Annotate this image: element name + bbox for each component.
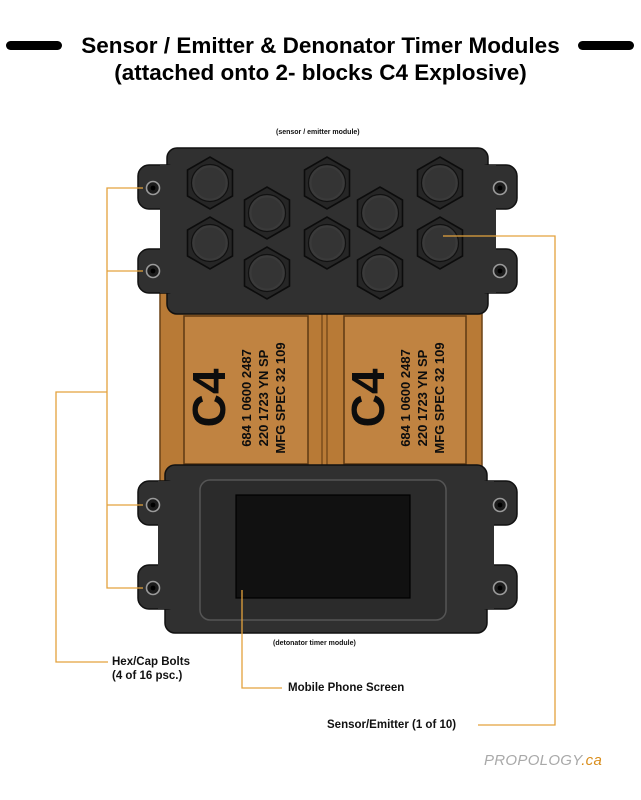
sensor-emitter-icon	[303, 216, 351, 270]
bolt-bracket-line	[106, 187, 143, 589]
hex-bolt-icon	[492, 180, 508, 196]
hex-bolts-callout-title: Hex/Cap Bolts	[112, 656, 190, 668]
hex-bolts-callout: Hex/Cap Bolts (4 of 16 psc.)	[112, 655, 190, 683]
sensor-module-caption: (sensor / emitter module)	[276, 129, 360, 136]
c4-block-right	[343, 315, 467, 465]
sensor-emitter-icon	[186, 156, 234, 210]
c4-left-line-2: 220 1723 YN SP	[256, 349, 271, 446]
hex-bolt-icon	[492, 580, 508, 596]
c4-block-left	[183, 315, 309, 465]
c4-right-line-2: 220 1723 YN SP	[415, 349, 430, 446]
sensor-emitter-icon	[416, 216, 464, 270]
hex-bolt-icon	[492, 497, 508, 513]
mount-ear-join	[160, 165, 182, 293]
sensor-emitter-icon	[243, 186, 291, 240]
title-line-2: (attached onto 2- blocks C4 Explosive)	[114, 60, 527, 85]
brand-tld: .ca	[581, 752, 603, 769]
sensor-cap-array	[186, 156, 464, 300]
screen-callout-line	[241, 590, 282, 689]
c4-left-label: C4	[183, 368, 235, 427]
timer-module-caption: (detonator timer module)	[273, 640, 356, 647]
hex-bolt-icon	[492, 263, 508, 279]
page-title: Sensor / Emitter & Denonator Timer Modul…	[0, 32, 641, 86]
sensor-emitter-module	[137, 147, 518, 315]
sensor-emitter-icon	[356, 246, 404, 300]
hex-bolt-icon	[145, 263, 161, 279]
hex-bolt-icon	[145, 497, 161, 513]
bolt-callout-line	[55, 391, 108, 663]
sensor-emitter-icon	[356, 186, 404, 240]
brand-logo: PROPOLOGY.ca	[484, 752, 602, 769]
sensor-emitter-icon	[243, 246, 291, 300]
callout-lines	[55, 187, 556, 726]
c4-left-text: C4 684 1 0600 2487 220 1723 YN SP MFG SP…	[183, 342, 288, 453]
sensor-emitter-icon	[186, 216, 234, 270]
mount-ear-join	[158, 481, 180, 609]
phone-screen-callout: Mobile Phone Screen	[288, 682, 405, 694]
hex-bolt-icon	[145, 580, 161, 596]
brand-name: PROPOLOGY	[484, 752, 582, 769]
detonator-timer-module	[137, 464, 518, 634]
c4-right-line-1: 684 1 0600 2487	[398, 349, 413, 447]
mount-ear-join	[472, 481, 494, 609]
sensor-emitter-icon	[303, 156, 351, 210]
sensor-callout-line	[443, 235, 556, 726]
mount-ear-join	[474, 165, 496, 293]
hex-bolts-callout-count: (4 of 16 psc.)	[112, 670, 183, 682]
c4-right-line-3: MFG SPEC 32 109	[432, 342, 447, 453]
title-bar-left	[6, 41, 62, 50]
c4-right-text: C4 684 1 0600 2487 220 1723 YN SP MFG SP…	[342, 342, 447, 453]
sensor-emitter-callout: Sensor/Emitter (1 of 10)	[327, 719, 457, 731]
c4-explosive-blocks: C4 684 1 0600 2487 220 1723 YN SP MFG SP…	[159, 291, 483, 488]
sensor-emitter-icon	[416, 156, 464, 210]
c4-left-line-1: 684 1 0600 2487	[239, 349, 254, 447]
title-line-1: Sensor / Emitter & Denonator Timer Modul…	[81, 33, 560, 58]
hex-bolt-icon	[145, 180, 161, 196]
title-bar-right	[578, 41, 634, 50]
c4-left-line-3: MFG SPEC 32 109	[273, 342, 288, 453]
c4-right-label: C4	[342, 368, 394, 427]
mobile-phone-screen	[235, 494, 411, 599]
